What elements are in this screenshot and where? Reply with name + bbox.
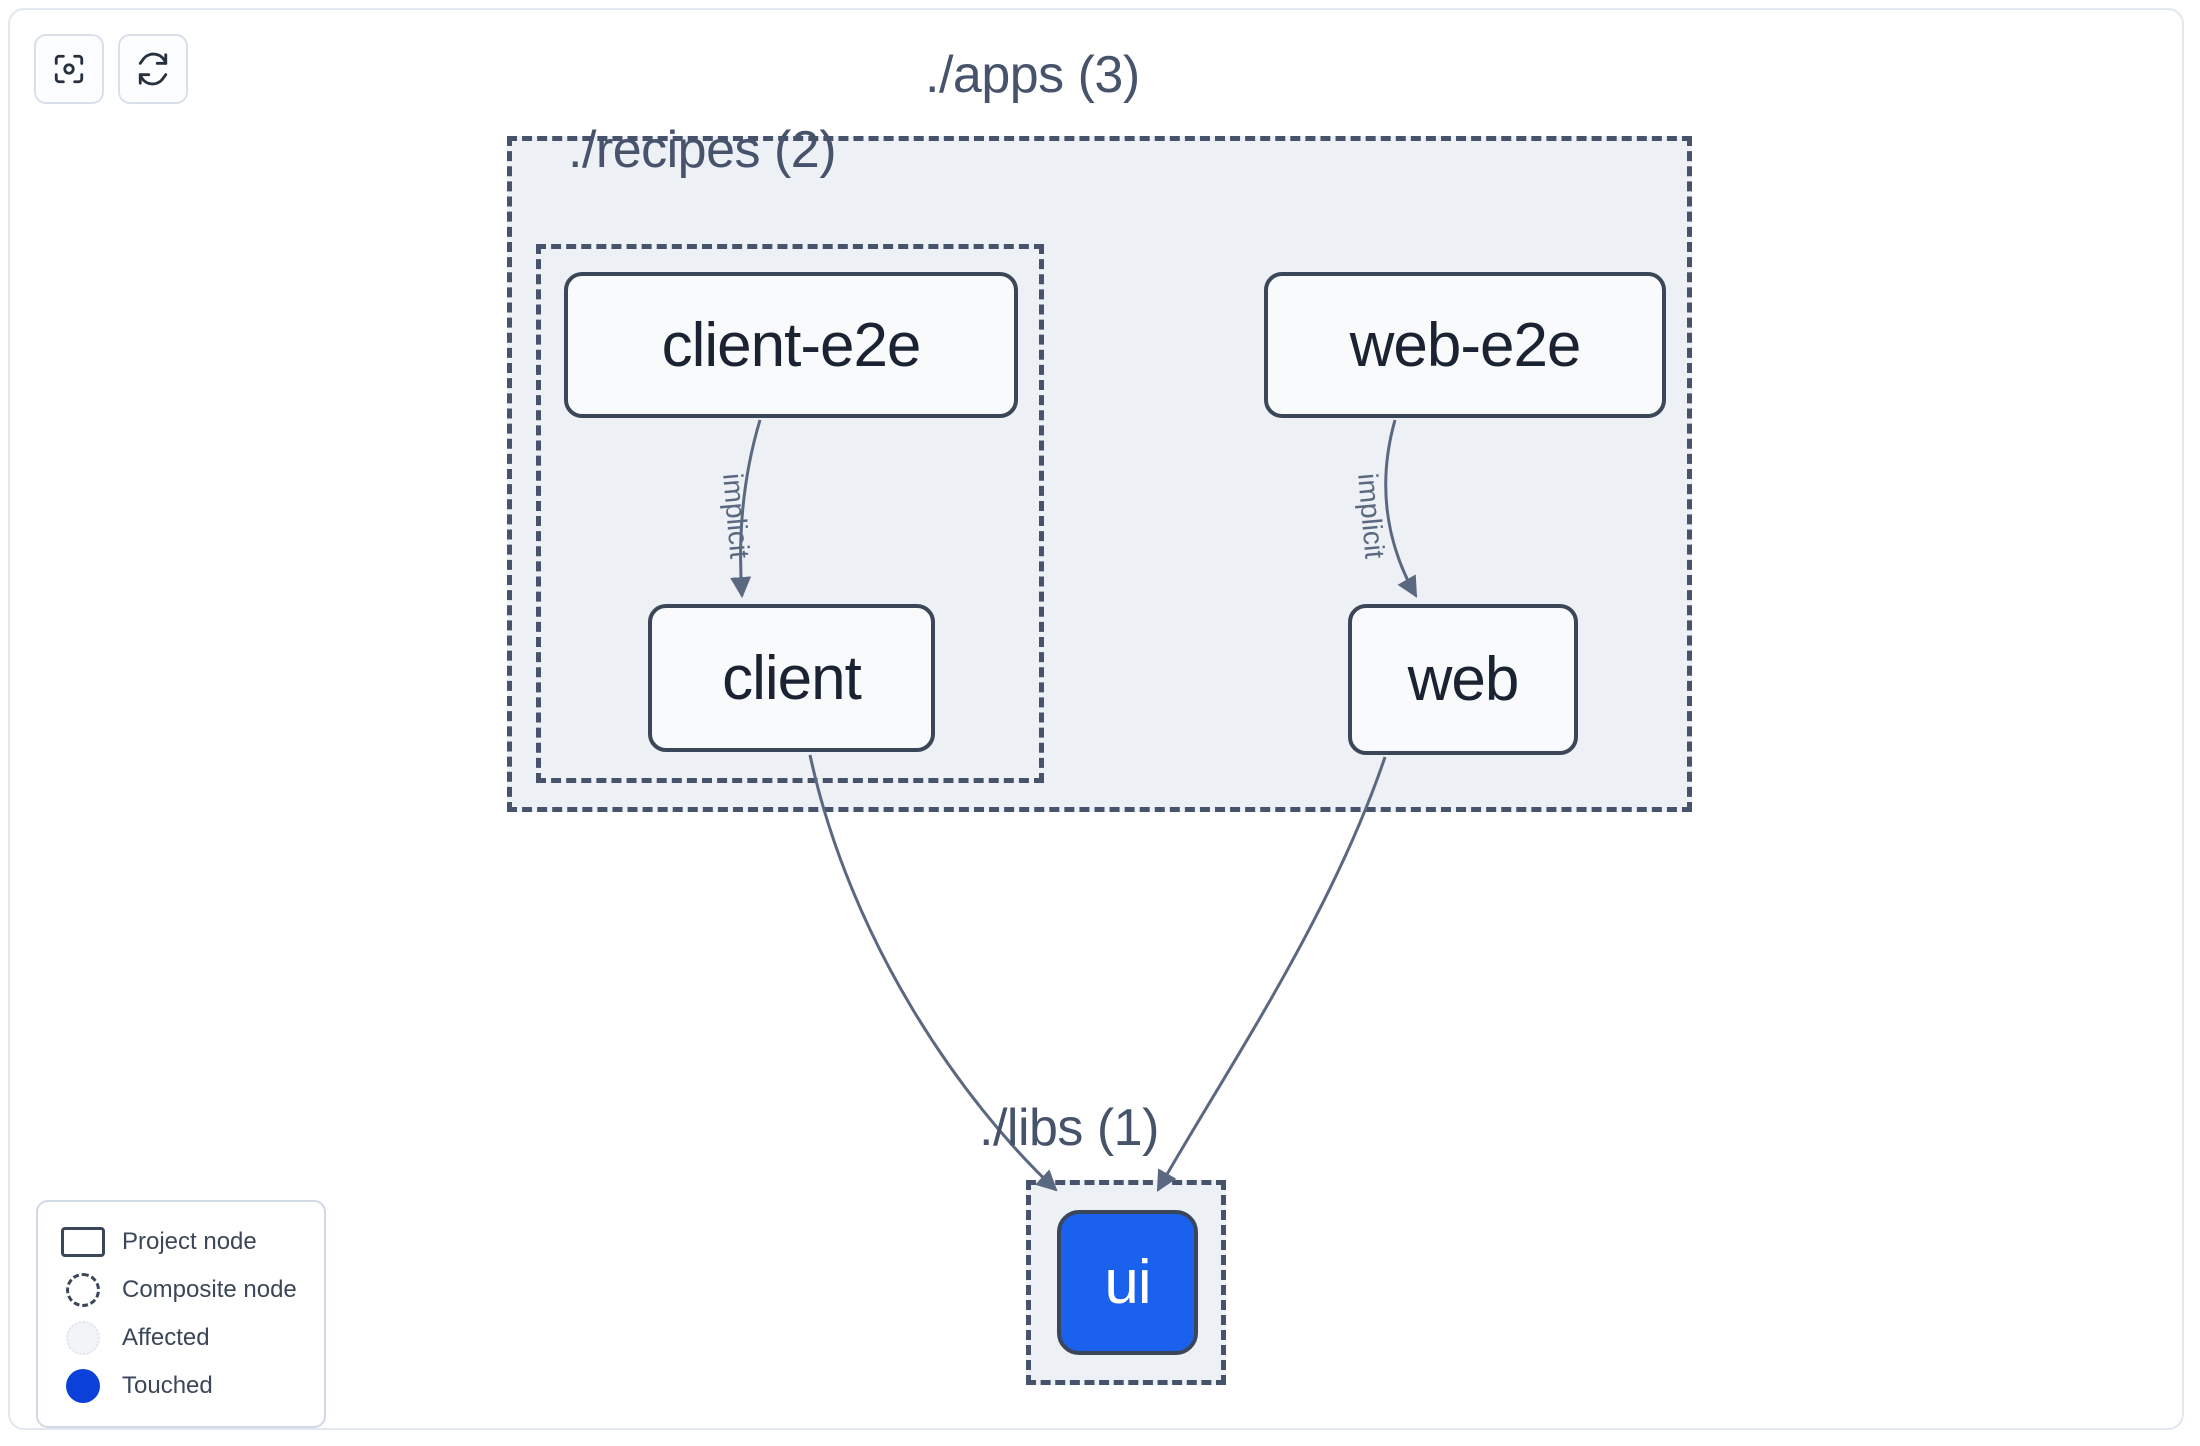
project-node-label: client-e2e	[661, 310, 922, 380]
legend-label: Touched	[122, 1372, 213, 1399]
focus-scan-icon	[52, 52, 86, 86]
project-node-web-e2e[interactable]: web-e2e	[1264, 272, 1666, 418]
project-node-label: web	[1407, 645, 1520, 714]
project-node-client-e2e[interactable]: client-e2e	[564, 272, 1018, 418]
project-node-label: web-e2e	[1349, 310, 1582, 380]
project-node-label: client	[722, 643, 862, 713]
legend-item-project-node: Project node	[56, 1218, 306, 1266]
project-node-ui[interactable]: ui	[1057, 1210, 1198, 1355]
affected-swatch	[56, 1321, 110, 1355]
graph-legend: Project node Composite node Affected Tou…	[36, 1200, 326, 1428]
composite-label-apps: ./apps (3)	[925, 46, 1140, 104]
graph-toolbar	[34, 34, 188, 104]
composite-label-recipes: ./recipes (2)	[568, 121, 837, 179]
project-node-web[interactable]: web	[1348, 604, 1578, 755]
legend-item-composite-node: Composite node	[56, 1266, 306, 1314]
edge-web-to-ui	[1156, 756, 1387, 1192]
legend-label: Affected	[122, 1324, 210, 1351]
composite-label-libs: ./libs (1)	[979, 1099, 1159, 1157]
project-node-swatch	[56, 1227, 110, 1257]
composite-node-swatch	[56, 1273, 110, 1307]
refresh-sync-icon	[136, 52, 170, 86]
project-node-client[interactable]: client	[648, 604, 935, 752]
focus-graph-button[interactable]	[34, 34, 104, 104]
touched-swatch	[56, 1369, 110, 1403]
legend-item-touched: Touched	[56, 1362, 306, 1410]
legend-label: Composite node	[122, 1276, 297, 1303]
legend-label: Project node	[122, 1228, 257, 1255]
project-node-label: ui	[1104, 1248, 1151, 1317]
legend-item-affected: Affected	[56, 1314, 306, 1362]
refresh-graph-button[interactable]	[118, 34, 188, 104]
